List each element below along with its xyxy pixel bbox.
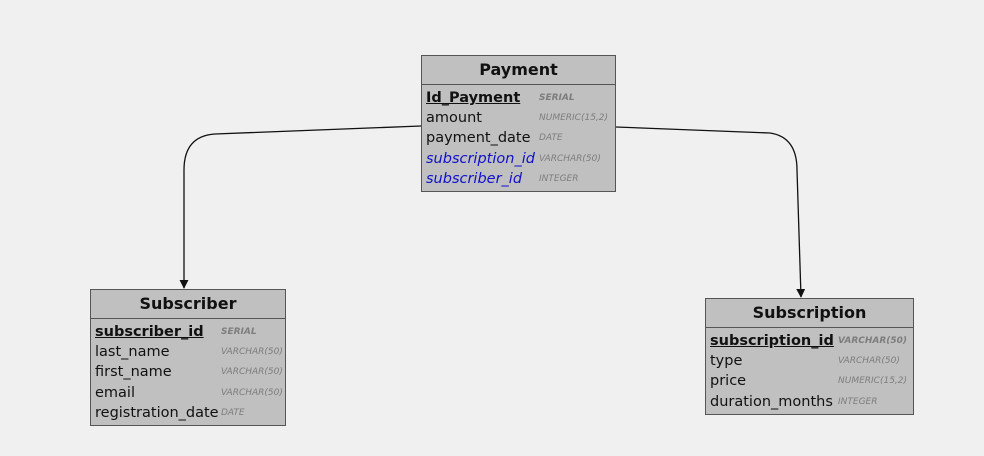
column-type: VARCHAR(50) [221,367,283,378]
table-row: subscription_id VARCHAR(50) [422,149,615,169]
column-name: Id_Payment [426,90,521,106]
connector-payment-subscription [615,126,806,298]
column-name: last_name [95,344,170,361]
column-name: type [710,353,743,370]
column-name: duration_months [710,393,833,410]
table-row: last_name VARCHAR(50) [91,342,285,362]
table-row: subscriber_id INTEGER [422,169,615,189]
column-name: amount [426,110,482,127]
column-name: email [95,384,135,401]
column-name: registration_date [95,404,219,421]
column-type: VARCHAR(50) [838,336,908,346]
column-type: NUMERIC(15,2) [539,113,609,124]
column-type: DATE [221,407,245,418]
column-type: VARCHAR(50) [221,387,283,398]
subscription-table-title: Subscription [706,299,913,328]
table-row: duration_months INTEGER [706,392,913,412]
table-row: price NUMERIC(15,2) [706,371,913,391]
column-type: VARCHAR(50) [221,347,283,358]
column-name: price [710,373,747,390]
column-type: SERIAL [221,327,257,337]
payment-table[interactable]: Payment Id_Payment SERIAL amount NUMERIC(15… [421,55,616,192]
payment-table-title: Payment [422,56,615,85]
column-name: subscription_id [426,150,535,167]
column-type: NUMERIC(15,2) [838,376,908,387]
table-row: type VARCHAR(50) [706,351,913,371]
column-type: VARCHAR(50) [838,356,900,367]
table-row: first_name VARCHAR(50) [91,362,285,382]
column-name: payment_date [426,130,531,147]
subscriber-table-title: Subscriber [91,290,285,319]
column-type: INTEGER [838,396,878,407]
column-type: SERIAL [539,93,575,103]
table-row: subscription_id VARCHAR(50) [706,331,913,351]
column-name: first_name [95,364,172,381]
table-row: email VARCHAR(50) [91,383,285,403]
column-name: subscriber_id [95,324,204,340]
column-name: subscriber_id [426,170,523,187]
connector-payment-subscriber [179,125,422,289]
table-row: Id_Payment SERIAL [422,88,615,108]
table-row: amount NUMERIC(15,2) [422,108,615,128]
table-row: payment_date DATE [422,128,615,148]
payment-table-columns: Id_Payment SERIAL amount NUMERIC(15,2) payme… [422,85,615,189]
column-type: VARCHAR(50) [539,153,601,164]
column-type: INTEGER [539,173,579,184]
column-type: DATE [539,133,563,144]
column-name: subscription_id [710,333,834,349]
table-row: subscriber_id SERIAL [91,322,285,342]
